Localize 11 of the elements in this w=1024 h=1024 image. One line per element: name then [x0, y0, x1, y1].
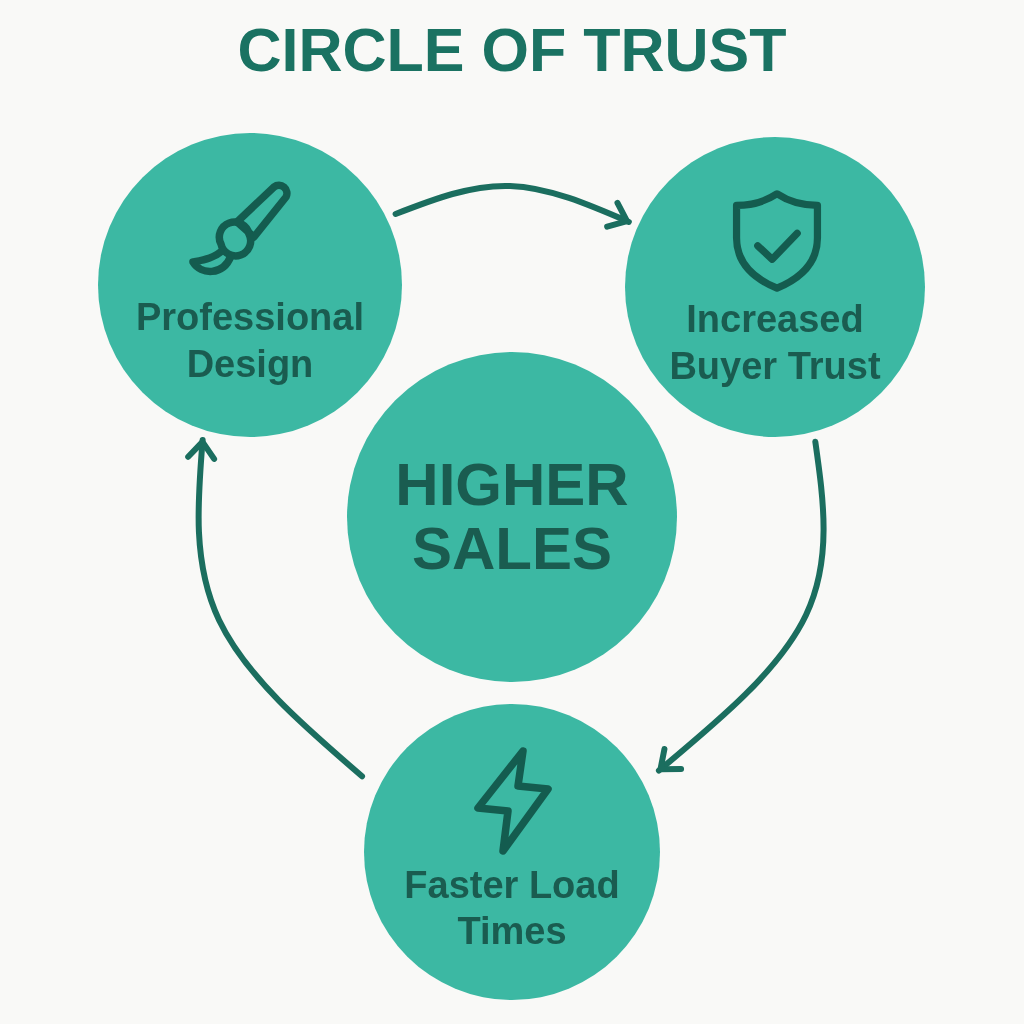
node-label: Professional Design — [134, 295, 366, 387]
node-label: HIGHER SALES — [394, 453, 630, 581]
step-circle — [625, 137, 925, 437]
arrow — [185, 436, 366, 780]
step-circle — [98, 133, 402, 437]
arrow — [655, 438, 827, 774]
step-circle — [364, 704, 660, 1000]
node-label: Increased Buyer Trust — [668, 297, 882, 389]
node-label: Faster Load Times — [403, 863, 621, 954]
title: CIRCLE OF TRUST — [236, 15, 788, 86]
arrow — [392, 183, 632, 230]
